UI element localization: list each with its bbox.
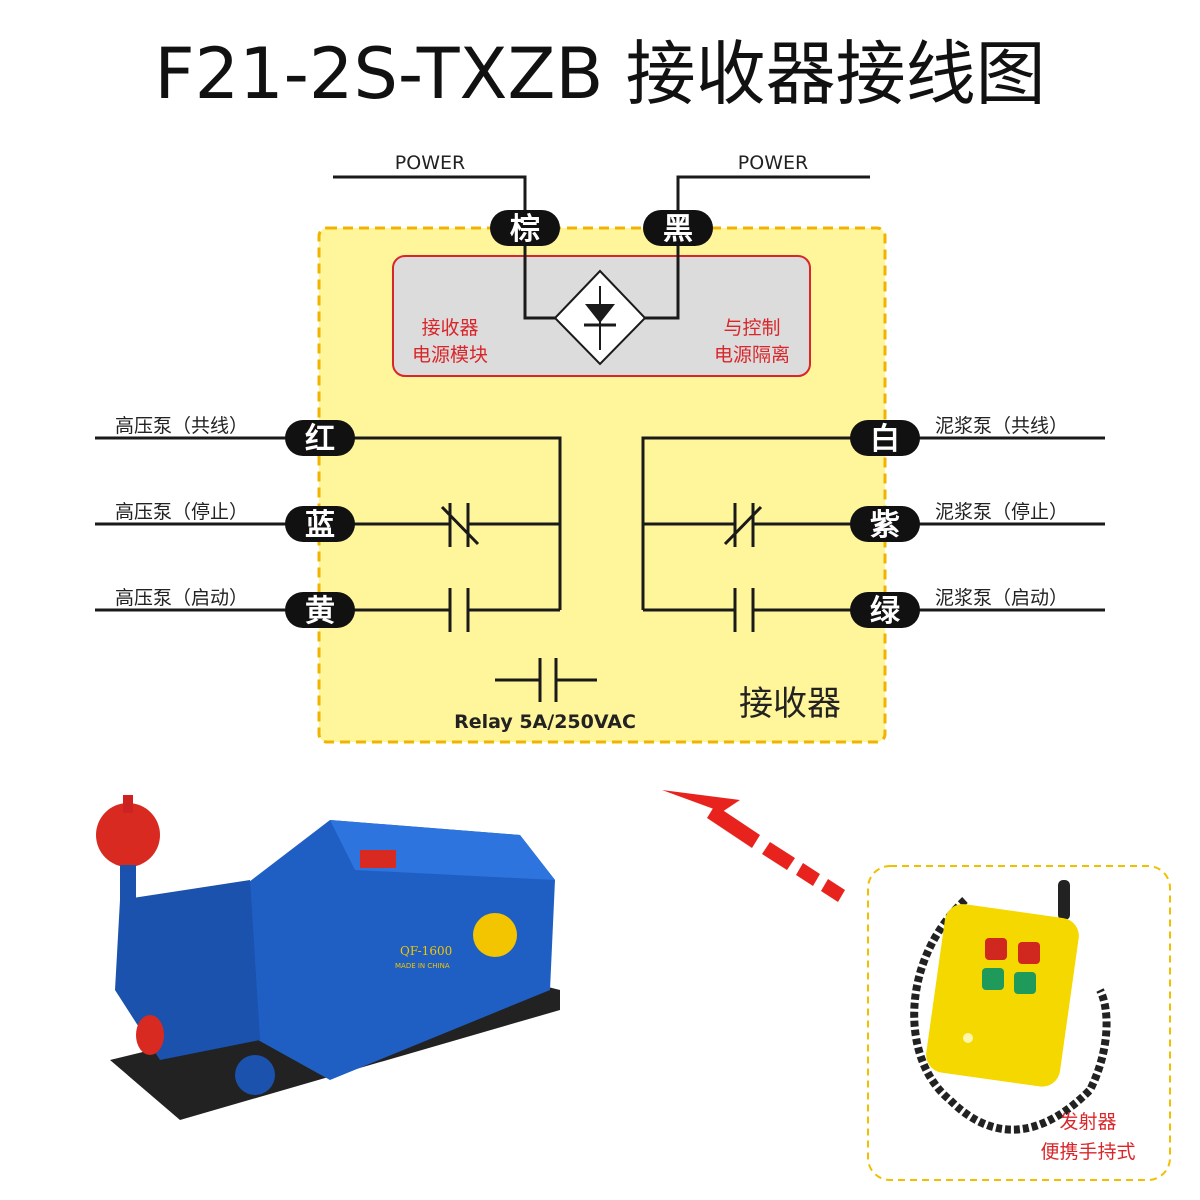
terminal-yellow: 黄	[285, 592, 355, 629]
receiver-label: 接收器	[739, 684, 841, 724]
no-contact-left-icon	[448, 588, 470, 632]
terminal-white: 白	[850, 420, 920, 457]
label-high-pressure-start: 高压泵（启动）	[115, 587, 248, 609]
module-text-right-2: 电源隔离	[714, 344, 790, 366]
label-high-pressure-common: 高压泵（共线）	[115, 415, 248, 437]
module-text-left-2: 电源模块	[412, 344, 488, 366]
svg-text:QF-1600: QF-1600	[400, 944, 452, 958]
module-text-right-1: 与控制	[723, 317, 780, 339]
brown-wire-pill: 棕	[490, 210, 560, 247]
label-mud-pump-stop: 泥浆泵（停止）	[935, 501, 1068, 523]
power-label-right: POWER	[738, 152, 808, 174]
mud-pump-image: QF-1600 MADE IN CHINA	[96, 795, 560, 1120]
nc-contact-left-icon	[440, 503, 480, 547]
label-mud-pump-start: 泥浆泵（启动）	[935, 587, 1068, 609]
svg-text:黑: 黑	[663, 212, 693, 247]
svg-text:红: 红	[305, 422, 335, 457]
black-wire-pill: 黑	[643, 210, 713, 247]
svg-text:紫: 紫	[870, 508, 900, 543]
wire-white	[641, 436, 1105, 610]
terminal-green: 绿	[850, 592, 920, 629]
label-mud-pump-common: 泥浆泵（共线）	[935, 415, 1068, 437]
signal-arrow-icon	[662, 790, 845, 902]
transmitter-type: 便携手持式	[1040, 1141, 1135, 1163]
power-label-left: POWER	[395, 152, 465, 174]
svg-text:MADE IN CHINA: MADE IN CHINA	[395, 962, 450, 970]
no-contact-right-icon	[733, 588, 755, 632]
wire-red	[95, 436, 562, 610]
label-high-pressure-stop: 高压泵（停止）	[115, 501, 248, 523]
nc-contact-right-icon	[723, 503, 763, 547]
svg-text:蓝: 蓝	[305, 508, 335, 543]
terminal-red: 红	[285, 420, 355, 457]
page-title: F21-2S-TXZB 接收器接线图	[154, 33, 1045, 115]
terminal-purple: 紫	[850, 506, 920, 543]
module-text-left-1: 接收器	[421, 317, 478, 339]
svg-text:黄: 黄	[305, 594, 335, 629]
transmitter-label: 发射器	[1059, 1111, 1116, 1133]
power-wire-right	[645, 175, 870, 320]
svg-text:白: 白	[870, 422, 900, 457]
svg-text:棕: 棕	[510, 212, 540, 247]
svg-text:绿: 绿	[870, 594, 901, 629]
terminal-blue: 蓝	[285, 506, 355, 543]
relay-contact-icon	[495, 658, 597, 702]
rectifier-diode-icon	[553, 269, 647, 366]
remote-control-image	[910, 880, 1111, 1134]
transmitter-panel	[867, 865, 1171, 1181]
power-wire-left	[333, 175, 555, 320]
relay-rating: Relay 5A/250VAC	[454, 711, 636, 733]
